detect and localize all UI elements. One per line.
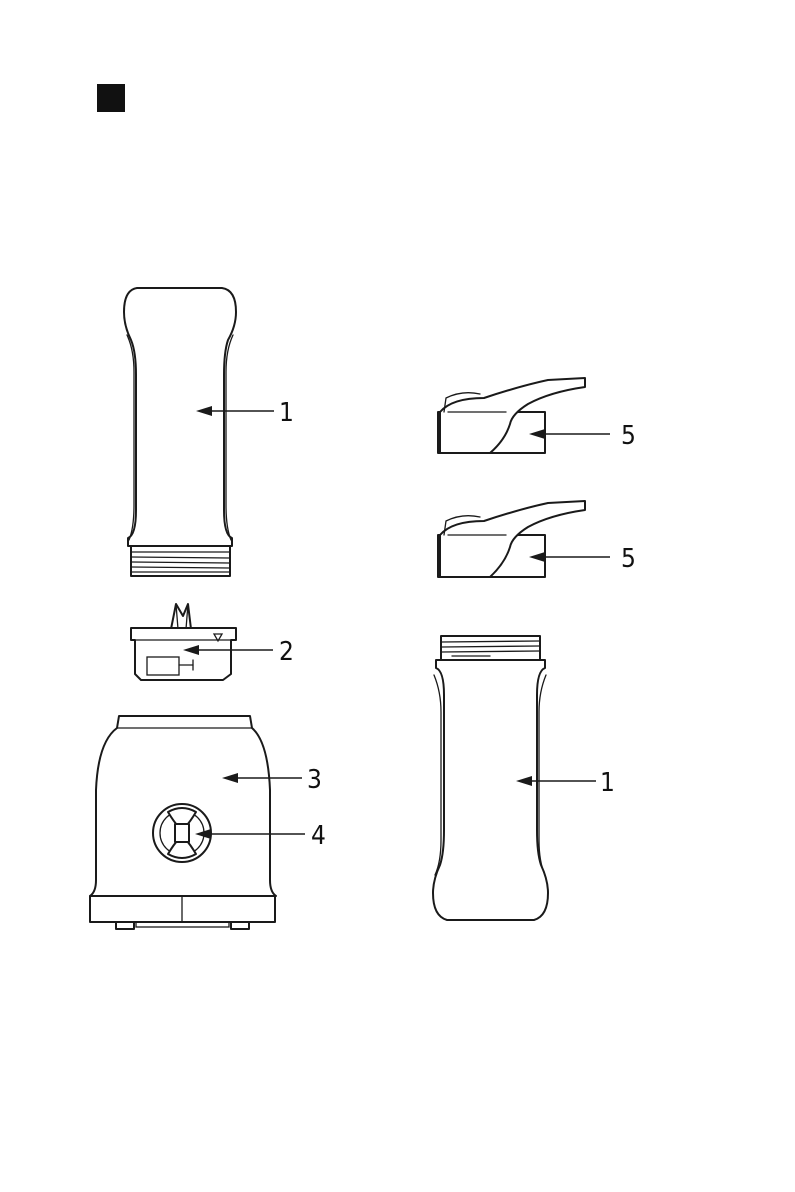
lid-upper-illustration — [438, 378, 585, 453]
part-number-label: 1 — [600, 768, 615, 798]
part-number-label: 3 — [307, 765, 322, 795]
part-number-label: 1 — [279, 398, 294, 428]
section-marker — [97, 84, 125, 112]
bottle-top-illustration — [124, 288, 236, 576]
lid-lower-illustration — [438, 501, 585, 577]
part-number-label: 5 — [621, 544, 636, 574]
part-number-label: 2 — [279, 637, 294, 667]
part-number-label: 5 — [621, 421, 636, 451]
blade-assembly-illustration — [131, 604, 236, 680]
part-number-label: 4 — [311, 821, 326, 851]
